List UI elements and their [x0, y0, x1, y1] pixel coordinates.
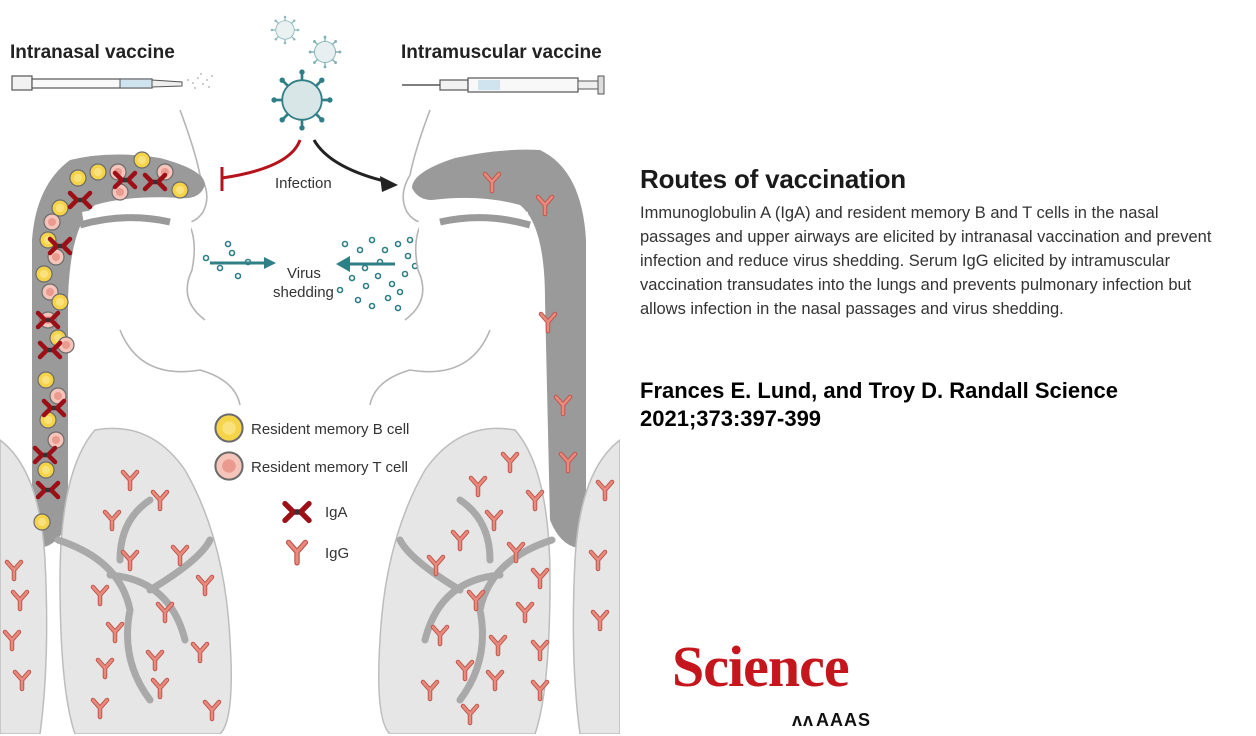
- legend-b-cell-label: Resident memory B cell: [251, 421, 409, 438]
- description-panel: Routes of vaccination Immunoglobulin A (…: [640, 164, 1240, 321]
- science-wordmark: Science: [672, 634, 850, 699]
- legend: Resident memory B cell Resident memory T…: [214, 413, 409, 562]
- panel-description: Immunoglobulin A (IgA) and resident memo…: [640, 204, 1212, 318]
- aaas-text: AAAS: [816, 710, 872, 730]
- infection-label: Infection: [275, 175, 332, 192]
- legend-igg-icon: [289, 542, 306, 562]
- left-face-outline: [179, 109, 208, 321]
- nasal-spray-icon: [11, 73, 213, 91]
- virus-particles: [202, 236, 419, 312]
- infection-arrow: [312, 139, 389, 184]
- panel-title: Routes of vaccination: [640, 164, 906, 194]
- legend-t-cell-icon: [214, 451, 244, 481]
- syringe-icon: [402, 75, 605, 95]
- legend-igg-label: IgG: [325, 545, 349, 562]
- right-face-outline: [402, 109, 431, 321]
- legend-iga-label: IgA: [325, 504, 348, 521]
- citation: Frances E. Lund, and Troy D. Randall Sci…: [640, 378, 1119, 431]
- right-airway-tissue: [412, 149, 587, 548]
- left-title: Intranasal vaccine: [10, 42, 175, 63]
- shedding-line1: Virus: [287, 265, 321, 282]
- legend-iga-icon: [285, 504, 309, 521]
- vaccination-diagram: Intranasal vaccine: [0, 15, 620, 734]
- virus-cluster: [270, 15, 343, 132]
- aaas-mark-icon: ᴧᴧ: [792, 710, 815, 730]
- shedding-arrows: [210, 256, 395, 272]
- legend-b-cell-icon: [214, 413, 244, 443]
- right-title: Intramuscular vaccine: [401, 42, 602, 63]
- blocked-infection-arrow: [221, 139, 302, 180]
- legend-t-cell-label: Resident memory T cell: [251, 459, 408, 476]
- shedding-line2: shedding: [273, 284, 334, 301]
